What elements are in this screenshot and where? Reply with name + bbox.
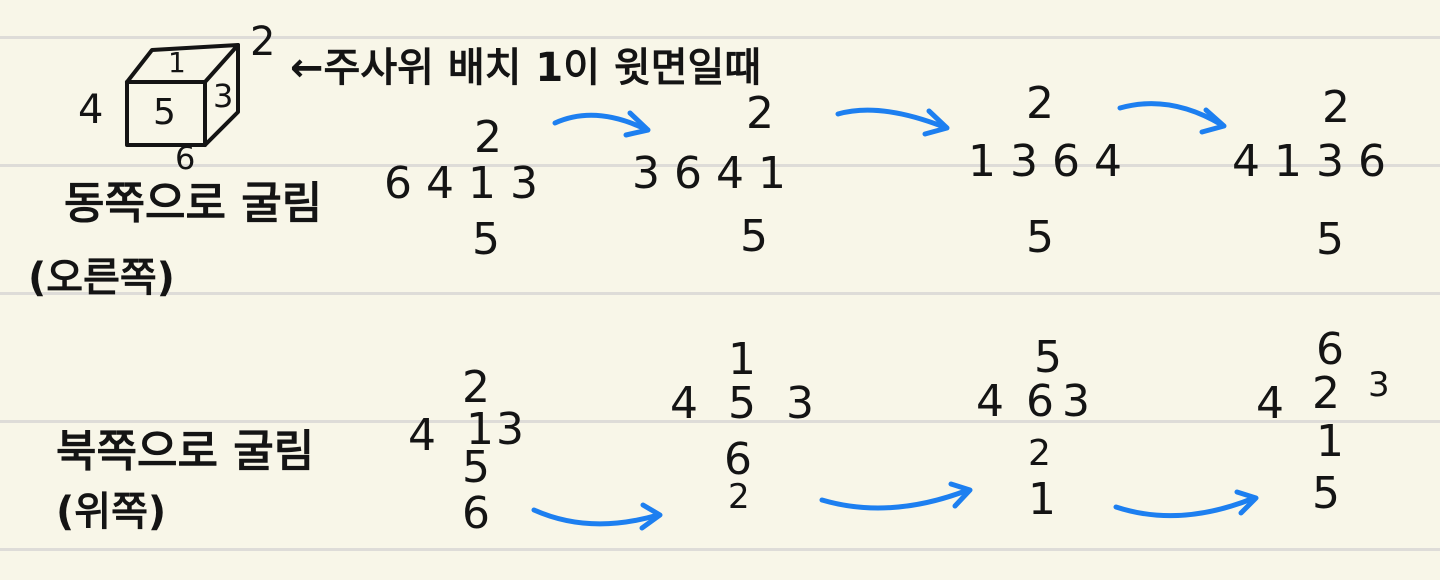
north-state-3-left: 4 xyxy=(976,376,1004,427)
north-state-3-lower1: 2 xyxy=(1028,433,1051,474)
north-roll-label: 북쪽으로 굴림 xyxy=(56,426,315,477)
north-state-2-lower2: 2 xyxy=(728,477,750,517)
east-state-3-row: 1 3 6 4 xyxy=(968,136,1122,187)
north-state-3-lower2: 1 xyxy=(1028,474,1056,525)
east-state-1-top: 2 xyxy=(474,112,502,163)
east-state-2-row: 3 6 4 1 xyxy=(632,148,786,199)
north-roll-sublabel: (위쪽) xyxy=(56,489,167,535)
cube-drawing xyxy=(125,43,240,147)
north-state-2-center: 5 xyxy=(728,378,756,429)
north-state-1-lower2: 6 xyxy=(462,488,490,539)
ruled-line xyxy=(0,548,1440,551)
north-state-1-top: 2 xyxy=(462,362,490,413)
east-state-3-top: 2 xyxy=(1026,78,1054,129)
ruled-line xyxy=(0,36,1440,39)
north-state-1-center: 1 xyxy=(466,404,494,455)
north-state-4-right: 3 xyxy=(1368,365,1390,405)
east-roll-sublabel: (오른쪽) xyxy=(28,255,175,301)
north-state-1-left: 4 xyxy=(408,410,436,461)
north-state-4-left: 4 xyxy=(1256,378,1284,429)
cube-top-face-number: 1 xyxy=(168,46,186,79)
north-state-2-right: 3 xyxy=(786,378,814,429)
east-arrow-3 xyxy=(1117,101,1227,135)
north-arrow-1 xyxy=(531,502,663,531)
north-state-3-top: 5 xyxy=(1034,332,1062,383)
north-state-2-top: 1 xyxy=(728,334,756,385)
north-state-4-lower1: 1 xyxy=(1316,416,1344,467)
north-state-3-center: 6 xyxy=(1026,376,1054,427)
cube-right-face-number: 3 xyxy=(213,77,234,115)
east-state-2-bottom: 5 xyxy=(740,211,768,262)
east-arrows xyxy=(552,101,1227,138)
ruled-line xyxy=(0,420,1440,423)
north-state-2-left: 4 xyxy=(670,378,698,429)
north-state-2-lower1: 6 xyxy=(724,434,752,485)
north-arrow-2 xyxy=(819,481,973,511)
east-state-4-row: 4 1 3 6 xyxy=(1232,136,1386,187)
north-state-1-right: 3 xyxy=(496,404,524,455)
ruled-line xyxy=(0,292,1440,295)
north-state-4-lower2: 5 xyxy=(1312,468,1340,519)
east-state-3-bottom: 5 xyxy=(1026,212,1054,263)
east-state-4-top: 2 xyxy=(1322,82,1350,133)
cube-bottom-face-number: 6 xyxy=(175,139,196,177)
cube-front-face-number: 5 xyxy=(153,92,176,133)
cube-back-face-number: 2 xyxy=(250,19,276,65)
north-state-3-right: 3 xyxy=(1062,376,1090,427)
east-state-1-bottom: 5 xyxy=(472,214,500,265)
ruled-line xyxy=(0,164,1440,167)
north-arrows xyxy=(531,481,1259,531)
north-state-4-center: 2 xyxy=(1312,368,1340,419)
north-state-1-lower1: 5 xyxy=(462,442,490,493)
cube-left-face-number: 4 xyxy=(78,87,104,133)
dice-arrangement-note: ←주사위 배치 1이 윗면일때 xyxy=(290,45,762,91)
east-arrow-1 xyxy=(552,110,651,138)
east-arrow-2 xyxy=(835,107,950,137)
east-roll-label: 동쪽으로 굴림 xyxy=(64,178,323,229)
east-state-4-bottom: 5 xyxy=(1316,214,1344,265)
east-state-2-top: 2 xyxy=(746,88,774,139)
north-arrow-3 xyxy=(1113,489,1259,519)
east-state-1-row: 6 4 1 3 xyxy=(384,158,538,209)
north-state-4-top: 6 xyxy=(1316,324,1344,375)
